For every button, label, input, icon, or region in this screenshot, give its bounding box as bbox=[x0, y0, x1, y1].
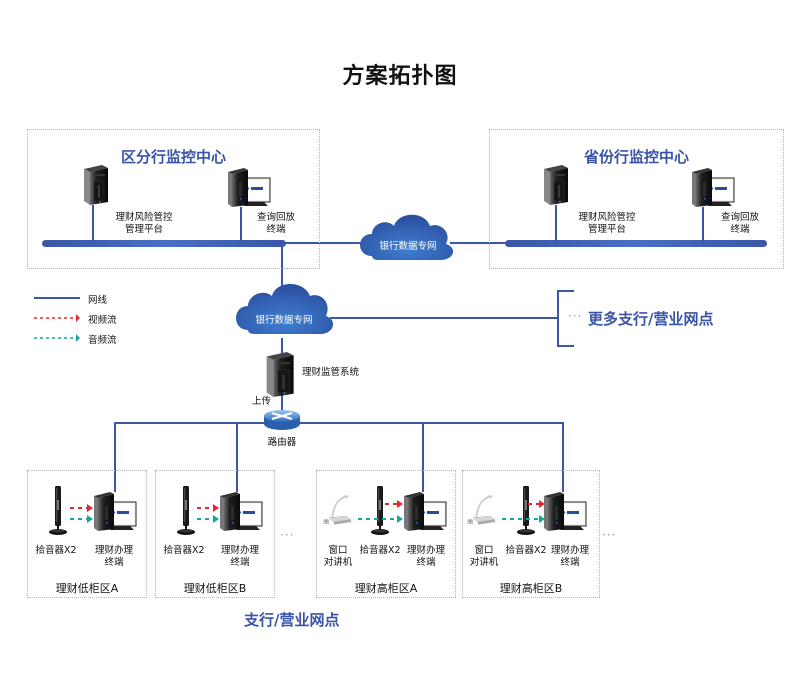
label-line: 查询回放 bbox=[256, 212, 295, 223]
district-server-label: 理财风险管控 管理平台 bbox=[98, 212, 190, 236]
area-name: 理财高柜区A bbox=[354, 582, 418, 595]
video-flow-arrowhead bbox=[87, 504, 93, 512]
cloud-top-label: 银行数据专网 bbox=[379, 241, 437, 252]
video-flow-arrowhead bbox=[397, 500, 403, 508]
mic-label: 拾音器X2 bbox=[163, 545, 205, 556]
branch-area-low-b bbox=[155, 470, 275, 598]
area-name: 理财低柜区B bbox=[183, 582, 247, 595]
branch-area-high-a bbox=[316, 470, 456, 598]
page-title: 方案拓扑图 bbox=[342, 64, 458, 89]
legend-audio-flow: 音频流 bbox=[88, 335, 117, 346]
audio-flow-arrowhead bbox=[87, 515, 93, 523]
terminal-label: 理财办理 终端 bbox=[544, 545, 596, 569]
red-arrowhead-icon bbox=[76, 314, 80, 322]
teal-arrowhead-icon bbox=[76, 334, 80, 342]
label-line: 管理平台 bbox=[587, 224, 626, 235]
province-center-title: 省份行监控中心 bbox=[583, 148, 689, 166]
more-branches-ellipsis: ··· bbox=[568, 309, 583, 323]
terminal-label: 理财办理 终端 bbox=[214, 545, 266, 569]
video-flow-arrowhead bbox=[213, 504, 219, 512]
flow-arrows bbox=[70, 500, 545, 523]
terminal-label: 理财办理 终端 bbox=[400, 545, 452, 569]
branch-area-low-a bbox=[27, 470, 147, 598]
label-line: 终端 bbox=[730, 224, 750, 235]
branch-ellipsis-right: ··· bbox=[602, 528, 617, 542]
province-center-zone bbox=[489, 129, 784, 269]
label-line: 理财风险管控 bbox=[115, 212, 173, 223]
intercom-label: 窗口 对讲机 bbox=[320, 545, 356, 569]
district-bus bbox=[42, 240, 286, 247]
audio-flow-arrowhead bbox=[397, 515, 403, 523]
mic-label: 拾音器X2 bbox=[505, 545, 547, 556]
upload-label: 上传 bbox=[252, 396, 272, 407]
supervision-server-label: 理财监管系统 bbox=[302, 367, 360, 378]
label-line: 终端 bbox=[104, 557, 124, 568]
label-line: 终端 bbox=[266, 224, 286, 235]
branch-footer-label: 支行/营业网点 bbox=[244, 611, 340, 629]
intercom-label: 窗口 对讲机 bbox=[466, 545, 502, 569]
area-name: 理财高柜区B bbox=[499, 582, 563, 595]
label-line: 对讲机 bbox=[469, 557, 499, 568]
cloud-top bbox=[360, 214, 454, 260]
terminal-label: 理财办理 终端 bbox=[88, 545, 140, 569]
label-line: 理财办理 bbox=[406, 545, 445, 556]
branch-area-high-b bbox=[462, 470, 600, 598]
label-line: 终端 bbox=[416, 557, 436, 568]
supervision-server-icon bbox=[266, 352, 295, 397]
label-line: 对讲机 bbox=[323, 557, 353, 568]
router-icon bbox=[264, 410, 300, 430]
mic-label: 拾音器X2 bbox=[35, 545, 77, 556]
branch-ellipsis: ··· bbox=[280, 528, 295, 542]
audio-flow-arrowhead bbox=[539, 515, 545, 523]
label-line: 理财办理 bbox=[220, 545, 259, 556]
label-line: 终端 bbox=[230, 557, 250, 568]
label-line: 终端 bbox=[560, 557, 580, 568]
province-terminal-label: 查询回放 终端 bbox=[712, 212, 768, 236]
district-center-zone bbox=[27, 129, 320, 269]
video-flow-arrowhead bbox=[539, 500, 545, 508]
legend-network-line: 网线 bbox=[88, 295, 108, 306]
mic-label: 拾音器X2 bbox=[359, 545, 401, 556]
label-line: 理财办理 bbox=[550, 545, 589, 556]
label-line: 理财风险管控 bbox=[578, 212, 636, 223]
cloud-middle bbox=[236, 284, 334, 334]
label-line: 窗口 bbox=[328, 545, 348, 556]
audio-flow-arrowhead bbox=[213, 515, 219, 523]
area-name: 理财低柜区A bbox=[55, 582, 119, 595]
legend-video-flow: 视频流 bbox=[88, 315, 117, 326]
province-server-label: 理财风险管控 管理平台 bbox=[561, 212, 653, 236]
more-branches-bracket bbox=[557, 290, 574, 347]
router-label: 路由器 bbox=[267, 437, 297, 448]
province-bus bbox=[505, 240, 767, 247]
label-line: 管理平台 bbox=[124, 224, 163, 235]
label-line: 窗口 bbox=[474, 545, 494, 556]
network-lines bbox=[42, 205, 767, 492]
more-branches-label: 更多支行/营业网点 bbox=[588, 310, 714, 328]
label-line: 查询回放 bbox=[720, 212, 759, 223]
label-line: 理财办理 bbox=[94, 545, 133, 556]
cloud-middle-label: 银行数据专网 bbox=[255, 315, 313, 326]
district-terminal-label: 查询回放 终端 bbox=[248, 212, 304, 236]
legend-graphics bbox=[34, 297, 80, 342]
district-center-title: 区分行监控中心 bbox=[120, 148, 226, 166]
